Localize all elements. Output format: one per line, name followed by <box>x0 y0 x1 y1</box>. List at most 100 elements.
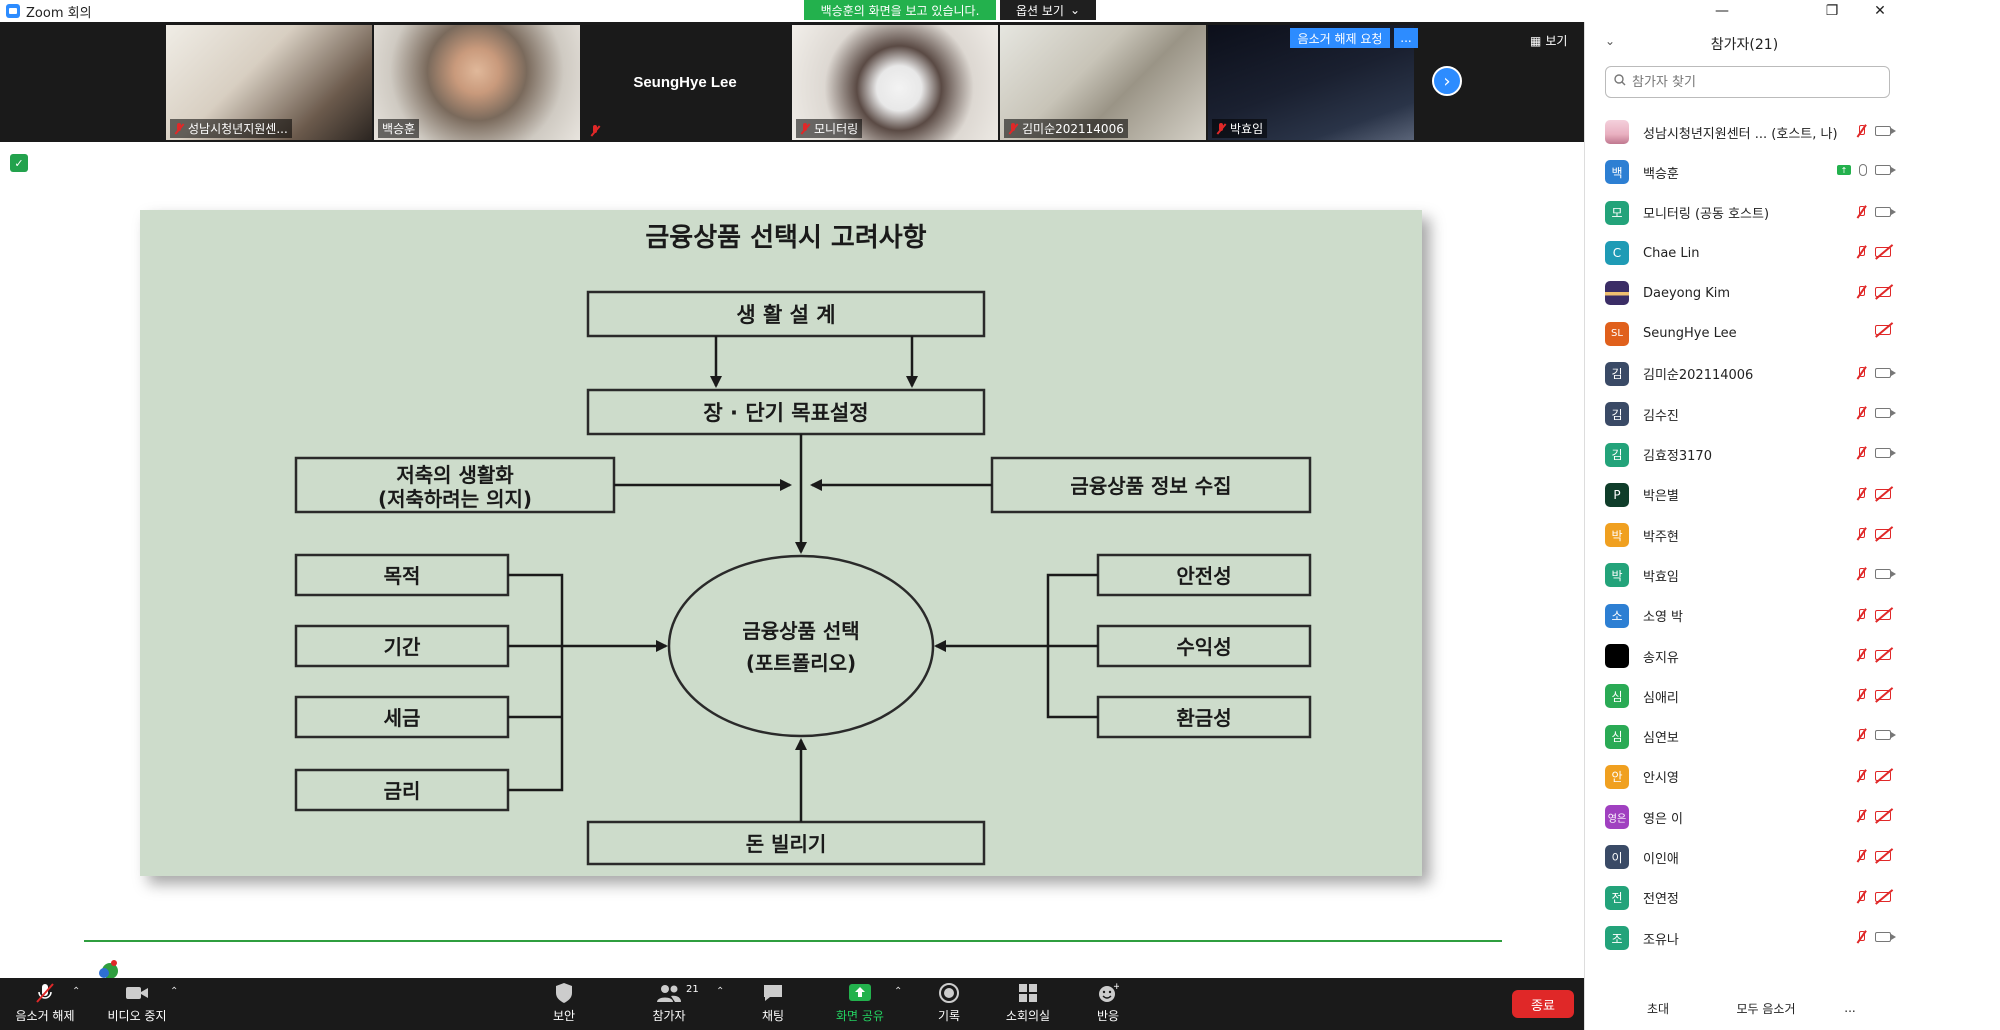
stop-video-button[interactable]: 비디오 중지 <box>92 982 182 1028</box>
video-tile[interactable]: SeungHye Lee <box>582 25 788 140</box>
video-options-caret-icon[interactable]: ⌃ <box>170 986 179 997</box>
participants-button[interactable]: 참가자 <box>624 982 714 1028</box>
panel-more-button[interactable]: ... <box>1844 1001 1856 1015</box>
shield-icon <box>551 982 577 1004</box>
video-camera-icon <box>1875 126 1896 136</box>
maximize-button[interactable]: ❐ <box>1825 3 1839 19</box>
tile-name: 성남시청년지원센... <box>170 119 292 138</box>
video-tile-active-speaker[interactable]: 백승훈 <box>374 25 580 140</box>
participant-row[interactable]: 성남시청년지원센터 ... (호스트, 나) <box>1585 112 1905 152</box>
end-meeting-button[interactable]: 종료 <box>1512 990 1574 1018</box>
reactions-label: 반응 <box>1096 1009 1120 1023</box>
video-off-icon <box>1875 851 1891 862</box>
close-button[interactable]: ✕ <box>1874 3 1886 19</box>
label-center-line2: (포트폴리오) <box>746 651 856 675</box>
mic-muted-icon <box>1855 648 1867 662</box>
unmute-button[interactable]: 음소거 해제 <box>0 982 90 1028</box>
smiley-icon: + <box>1095 982 1121 1004</box>
mic-muted-icon <box>1855 285 1867 299</box>
collapse-chevron-icon[interactable]: ⌄ <box>1605 34 1616 48</box>
participant-name: 조유나 <box>1643 932 1679 948</box>
participant-status-icons <box>1855 285 1891 299</box>
video-tile[interactable]: 모니터링 <box>792 25 998 140</box>
view-options-button[interactable]: 옵션 보기 ⌄ <box>1000 0 1096 20</box>
mic-muted-icon <box>174 122 184 135</box>
participant-search-box[interactable] <box>1605 66 1890 98</box>
participant-status-icons <box>1855 890 1891 904</box>
video-off-icon <box>1875 649 1891 660</box>
video-tile[interactable]: 성남시청년지원센... <box>166 25 372 140</box>
view-mode-button[interactable]: ▦ 보기 <box>1530 32 1567 49</box>
tile-more-button[interactable]: ... <box>1394 28 1418 48</box>
participant-row[interactable]: Daeyong Kim <box>1585 273 1905 313</box>
video-off-icon <box>1875 609 1891 620</box>
participant-row[interactable]: 송지유 <box>1585 636 1905 676</box>
breakout-rooms-button[interactable]: 소회의실 <box>983 982 1073 1028</box>
grid-view-icon: ▦ <box>1530 33 1542 48</box>
reactions-button[interactable]: + 반응 <box>1063 982 1153 1028</box>
gallery-next-arrow-icon[interactable]: › <box>1432 66 1462 96</box>
avatar <box>1605 644 1629 668</box>
mic-muted-icon <box>1855 769 1867 783</box>
participant-status-icons <box>1855 728 1896 742</box>
participant-status-icons <box>1855 567 1896 581</box>
minimize-button[interactable]: — <box>1715 3 1729 19</box>
label-borrow: 돈 빌리기 <box>746 832 827 856</box>
participant-status-icons <box>1875 325 1891 336</box>
record-label: 기록 <box>937 1009 961 1023</box>
participant-name: 박효임 <box>1643 569 1679 585</box>
invite-button[interactable]: 초대 <box>1646 1001 1670 1016</box>
chat-bubble-icon <box>760 982 786 1004</box>
label-goal-setting: 장 · 단기 목표설정 <box>703 401 868 425</box>
chat-button[interactable]: 채팅 <box>728 982 818 1028</box>
participant-status-icons <box>1855 608 1891 622</box>
screen-sharing-icon: ↑ <box>1837 165 1851 176</box>
security-button[interactable]: 보안 <box>519 982 609 1028</box>
window-title: Zoom 회의 <box>26 5 92 21</box>
video-off-icon <box>1875 528 1891 539</box>
video-tile[interactable]: 김미순202114006 <box>1000 25 1206 140</box>
participants-caret-icon[interactable]: ⌃ <box>716 986 725 997</box>
avatar: 모 <box>1605 200 1629 225</box>
box-goal-setting <box>586 388 986 436</box>
share-options-caret-icon[interactable]: ⌃ <box>894 986 903 997</box>
label-saving-line1: 저축의 생활화 <box>396 463 514 487</box>
mic-muted-icon <box>1008 122 1018 135</box>
participant-status-icons <box>1855 688 1891 702</box>
share-screen-button[interactable]: 화면 공유 <box>815 982 905 1028</box>
stop-video-label: 비디오 중지 <box>107 1009 167 1023</box>
participant-name: 박은별 <box>1643 489 1679 505</box>
mute-all-button[interactable]: 모두 음소거 <box>1736 1001 1796 1016</box>
record-button[interactable]: 기록 <box>904 982 994 1028</box>
video-camera-icon <box>1875 165 1896 176</box>
svg-text:+: + <box>1113 982 1119 992</box>
zoom-logo-icon <box>6 4 20 18</box>
breakout-rooms-icon <box>1015 982 1041 1004</box>
video-off-icon <box>1875 246 1891 257</box>
participants-count-badge: 21 <box>686 984 699 995</box>
unmute-request-button[interactable]: 음소거 해제 요청 <box>1290 28 1390 48</box>
audio-options-caret-icon[interactable]: ⌃ <box>72 986 81 997</box>
security-shield-icon: ✓ <box>10 154 28 172</box>
label-purpose: 목적 <box>384 564 421 588</box>
participant-search-input[interactable] <box>1632 74 1872 90</box>
